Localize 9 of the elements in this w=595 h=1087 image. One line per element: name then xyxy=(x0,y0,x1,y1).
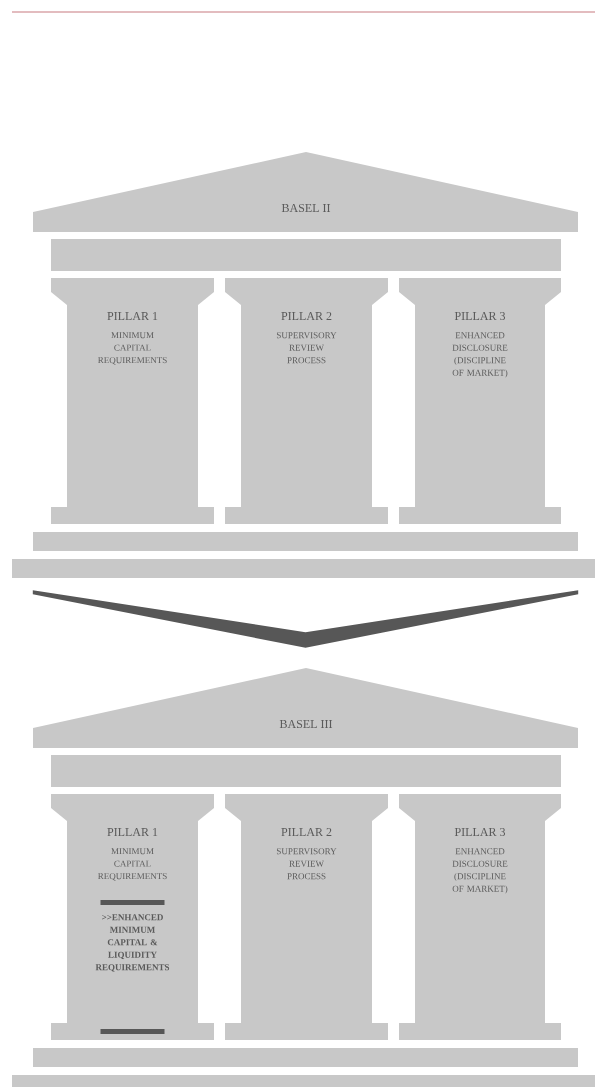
pediment: BASEL II xyxy=(33,152,578,232)
pillar: PILLAR 2 SUPERVISORY REVIEW PROCESS xyxy=(225,794,388,1040)
pillar: PILLAR 3 ENHANCED DISCLOSURE (DISCIPLINE OF MARKET) xyxy=(399,794,561,1040)
pillar-note: >>ENHANCED MINIMUM CAPITAL & LIQUIDITY REQUIREMENTS xyxy=(95,914,170,972)
pillar: PILLAR 2 SUPERVISORY REVIEW PROCESS xyxy=(225,278,388,524)
chevron-arrow xyxy=(32,590,579,648)
pediment: BASEL III xyxy=(33,668,578,748)
pillar: PILLAR 1 MINIMUM CAPITAL REQUIREMENTS xyxy=(51,278,214,524)
pillar: PILLAR 3 ENHANCED DISCLOSURE (DISCIPLINE OF MARKET) xyxy=(399,278,561,524)
